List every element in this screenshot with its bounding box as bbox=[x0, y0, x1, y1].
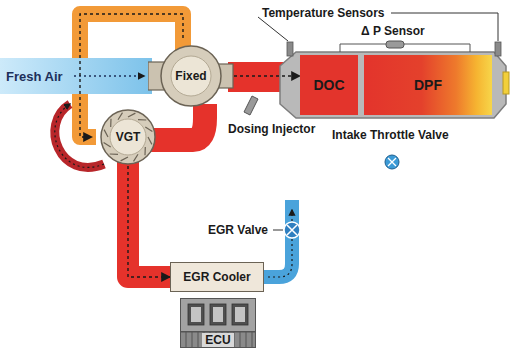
sensor-label: Temperature Sensors bbox=[262, 6, 385, 20]
cooling-fins bbox=[186, 332, 252, 348]
sensor-label: Δ P Sensor bbox=[361, 24, 425, 38]
throttle-valve-symbol bbox=[385, 155, 399, 169]
part-label: Intake Throttle Valve bbox=[332, 128, 449, 142]
flow-connector bbox=[234, 75, 300, 76]
turbocharger: VGT bbox=[92, 108, 164, 166]
pressure-line bbox=[340, 44, 470, 52]
temperature-probe bbox=[287, 42, 293, 56]
cooling-fins bbox=[181, 332, 256, 348]
pressure-sensor-symbol bbox=[386, 41, 404, 48]
filter-block: DPF bbox=[364, 55, 492, 115]
node-text: ECU bbox=[202, 333, 233, 347]
air-label: Fresh Air bbox=[6, 69, 63, 85]
outlet-pipe bbox=[503, 72, 509, 94]
chip-symbol bbox=[213, 307, 223, 322]
turbo-wheel bbox=[110, 119, 146, 155]
fresh-air-duct bbox=[0, 58, 152, 94]
catalyst-block: DOC bbox=[300, 55, 358, 115]
cooled-egr-pipe bbox=[260, 200, 292, 277]
turbocharger: Fixed bbox=[148, 38, 234, 114]
leader-line bbox=[258, 17, 288, 41]
node-text: VGT bbox=[116, 130, 141, 144]
leader-line bbox=[273, 230, 283, 231]
part-label: Dosing Injector bbox=[228, 122, 315, 136]
turbo-housing bbox=[161, 46, 221, 106]
turbo-wheel bbox=[171, 56, 211, 96]
node-text: DPF bbox=[414, 77, 442, 94]
chip-symbol bbox=[232, 304, 248, 325]
chip-symbol bbox=[188, 304, 204, 325]
part-label: EGR Valve bbox=[208, 223, 268, 237]
egr-valve-symbol bbox=[284, 222, 300, 238]
flow-arrow bbox=[268, 210, 292, 277]
turbo-vanes bbox=[104, 113, 153, 162]
flow-arrow bbox=[74, 75, 144, 76]
flow-connector bbox=[128, 166, 170, 277]
aftertreatment-canister bbox=[280, 52, 506, 118]
node-text: Fixed bbox=[175, 69, 206, 83]
turbo-housing bbox=[101, 110, 155, 164]
egr-pipe bbox=[128, 160, 174, 277]
egr-valve-symbol bbox=[287, 225, 297, 235]
temperature-probe bbox=[495, 42, 501, 56]
node-text: EGR Cooler bbox=[183, 270, 250, 284]
ecu-housing bbox=[181, 299, 256, 332]
node-text: DOC bbox=[313, 77, 344, 94]
chip-symbol bbox=[191, 307, 201, 322]
exhaust-pipe bbox=[228, 62, 286, 92]
chip-symbol bbox=[210, 304, 226, 325]
cooler-box: EGR Cooler bbox=[170, 262, 264, 292]
chip-symbol bbox=[235, 307, 245, 322]
control-unit: ECU bbox=[180, 298, 256, 348]
exhaust-pipe bbox=[150, 104, 205, 140]
injector-symbol bbox=[244, 96, 258, 115]
throttle-valve-symbol bbox=[388, 158, 396, 166]
